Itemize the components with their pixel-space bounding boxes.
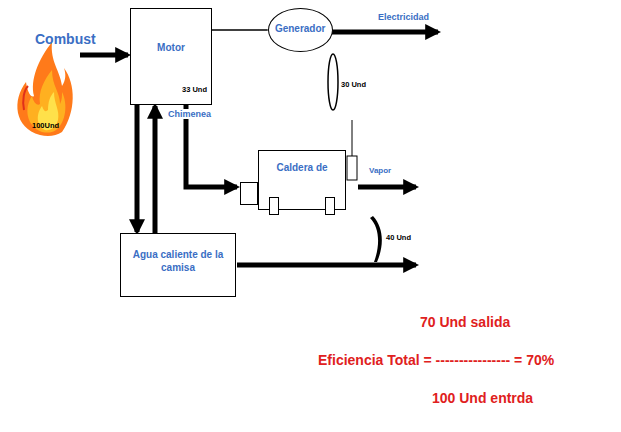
boiler-leg (325, 197, 335, 215)
engine-box: Motor 33 Und (130, 8, 212, 105)
power-arrow (331, 30, 438, 35)
output-label: Electricidad (378, 12, 429, 22)
fuel-label: Combust (35, 31, 96, 47)
node-label: Agua caliente de la camisa (125, 249, 231, 274)
node-label: Generador (275, 23, 326, 36)
boiler-box: Caldera de (258, 150, 346, 210)
flow-arrow (135, 105, 140, 232)
water-arrow (237, 263, 416, 268)
smoke (328, 54, 338, 110)
flame (17, 42, 72, 136)
node-label: Caldera de (276, 162, 327, 175)
flow-arrow (153, 106, 158, 233)
valve-mark (370, 216, 382, 262)
energy-value: 40 Und (386, 233, 411, 242)
boiler-nozzle (240, 182, 258, 205)
fuel-arrow (80, 53, 128, 58)
node-label: Motor (157, 42, 185, 55)
output-label: Vapor (369, 166, 391, 175)
boiler-leg (269, 197, 279, 215)
shaft-line (212, 29, 268, 31)
output-total: 70 Und salida (420, 314, 510, 330)
steam-arrow (358, 185, 416, 190)
jacket-water-box: Agua caliente de la camisa (120, 233, 236, 297)
stack (347, 156, 357, 180)
energy-value: 33 Und (182, 85, 207, 94)
exhaust-label: Chimenea (167, 109, 212, 119)
generator-circle: Generador (268, 8, 333, 52)
efficiency-formula: Eficiencia Total = ---------------- = 70… (318, 352, 554, 368)
input-value: 100Und (32, 121, 59, 130)
energy-value: 30 Und (341, 80, 366, 89)
stack-pipe (352, 120, 353, 156)
input-total: 100 Und entrda (432, 390, 533, 406)
